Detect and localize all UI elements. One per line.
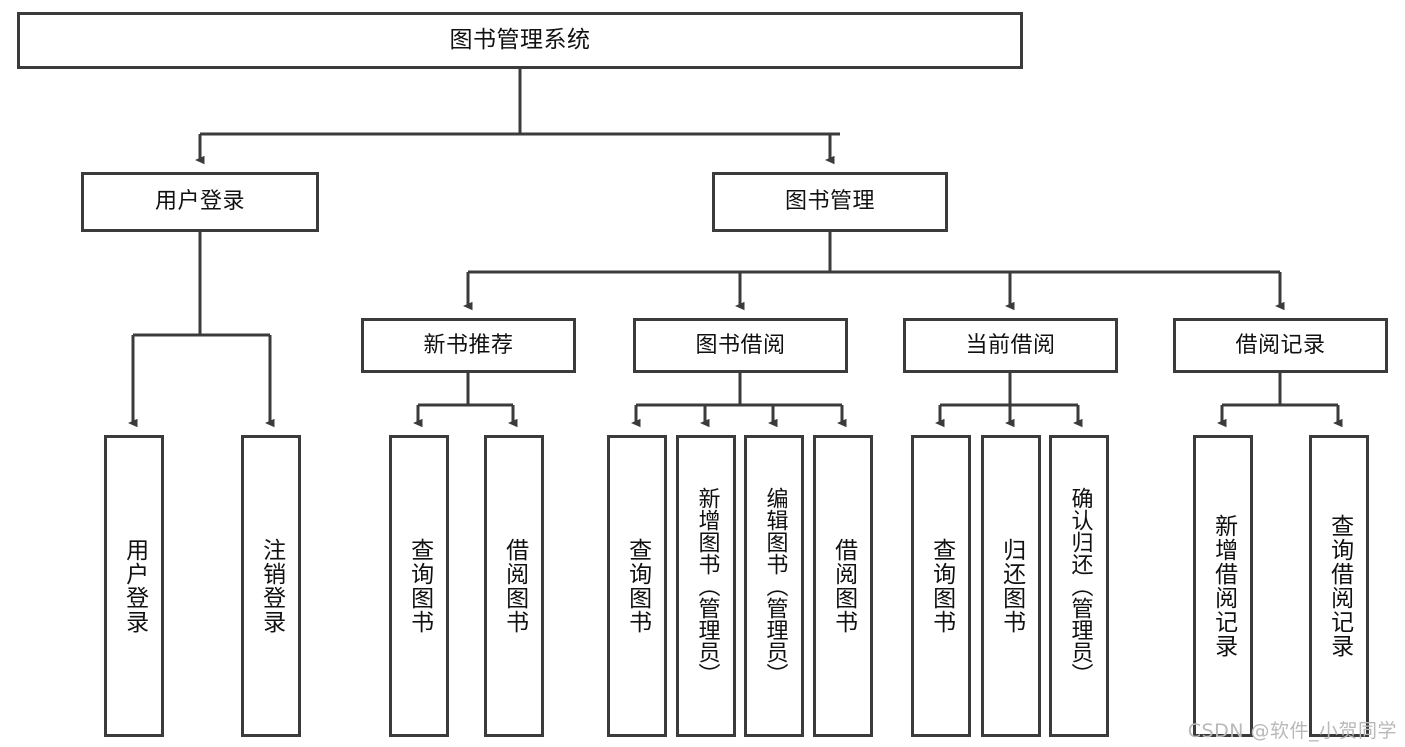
node-current-borrow[interactable]: 当前借阅 bbox=[903, 318, 1118, 373]
node-leaf-edit-book[interactable]: 编辑图书（管理员） bbox=[744, 435, 804, 737]
node-leaf-edit-book-label: 编辑图书（管理员） bbox=[762, 487, 788, 685]
node-leaf-query-book-1[interactable]: 查询图书 bbox=[389, 435, 449, 737]
node-new-book-recommend-label: 新书推荐 bbox=[423, 332, 514, 358]
node-leaf-borrow-book-2-label: 借阅图书 bbox=[830, 538, 857, 634]
node-borrow-record[interactable]: 借阅记录 bbox=[1173, 318, 1388, 373]
node-leaf-add-book-label: 新增图书（管理员） bbox=[694, 487, 720, 685]
node-leaf-query-book-3[interactable]: 查询图书 bbox=[911, 435, 971, 737]
node-root[interactable]: 图书管理系统 bbox=[17, 12, 1023, 69]
node-leaf-confirm-return[interactable]: 确认归还（管理员） bbox=[1049, 435, 1109, 737]
node-leaf-query-record[interactable]: 查询借阅记录 bbox=[1309, 435, 1369, 737]
node-user-login[interactable]: 用户登录 bbox=[81, 172, 319, 232]
node-leaf-user-login-label: 用户登录 bbox=[121, 538, 148, 634]
node-borrow-record-label: 借阅记录 bbox=[1235, 332, 1326, 358]
node-book-manage-label: 图书管理 bbox=[784, 189, 875, 215]
node-leaf-borrow-book-1-label: 借阅图书 bbox=[501, 538, 528, 634]
node-leaf-confirm-return-label: 确认归还（管理员） bbox=[1067, 487, 1093, 685]
node-book-borrow[interactable]: 图书借阅 bbox=[633, 318, 848, 373]
node-leaf-borrow-book-1[interactable]: 借阅图书 bbox=[484, 435, 544, 737]
node-leaf-query-book-2[interactable]: 查询图书 bbox=[607, 435, 667, 737]
node-leaf-return-book-label: 归还图书 bbox=[998, 538, 1025, 634]
node-leaf-add-book[interactable]: 新增图书（管理员） bbox=[676, 435, 736, 737]
node-book-borrow-label: 图书借阅 bbox=[695, 332, 786, 358]
node-leaf-user-login[interactable]: 用户登录 bbox=[104, 435, 164, 737]
node-current-borrow-label: 当前借阅 bbox=[965, 332, 1056, 358]
node-leaf-query-book-3-label: 查询图书 bbox=[928, 538, 955, 634]
node-root-label: 图书管理系统 bbox=[449, 27, 591, 54]
node-new-book-recommend[interactable]: 新书推荐 bbox=[361, 318, 576, 373]
node-user-login-label: 用户登录 bbox=[154, 189, 245, 215]
node-leaf-borrow-book-2[interactable]: 借阅图书 bbox=[813, 435, 873, 737]
node-leaf-add-record[interactable]: 新增借阅记录 bbox=[1193, 435, 1253, 737]
node-book-manage[interactable]: 图书管理 bbox=[712, 172, 948, 232]
node-leaf-query-record-label: 查询借阅记录 bbox=[1326, 514, 1353, 658]
node-leaf-logout-label: 注销登录 bbox=[258, 538, 285, 634]
node-leaf-add-record-label: 新增借阅记录 bbox=[1210, 514, 1237, 658]
node-leaf-return-book[interactable]: 归还图书 bbox=[981, 435, 1041, 737]
node-leaf-query-book-1-label: 查询图书 bbox=[406, 538, 433, 634]
node-leaf-query-book-2-label: 查询图书 bbox=[624, 538, 651, 634]
node-leaf-logout[interactable]: 注销登录 bbox=[241, 435, 301, 737]
csdn-watermark: CSDN @软件_小贺同学 bbox=[1187, 720, 1397, 742]
